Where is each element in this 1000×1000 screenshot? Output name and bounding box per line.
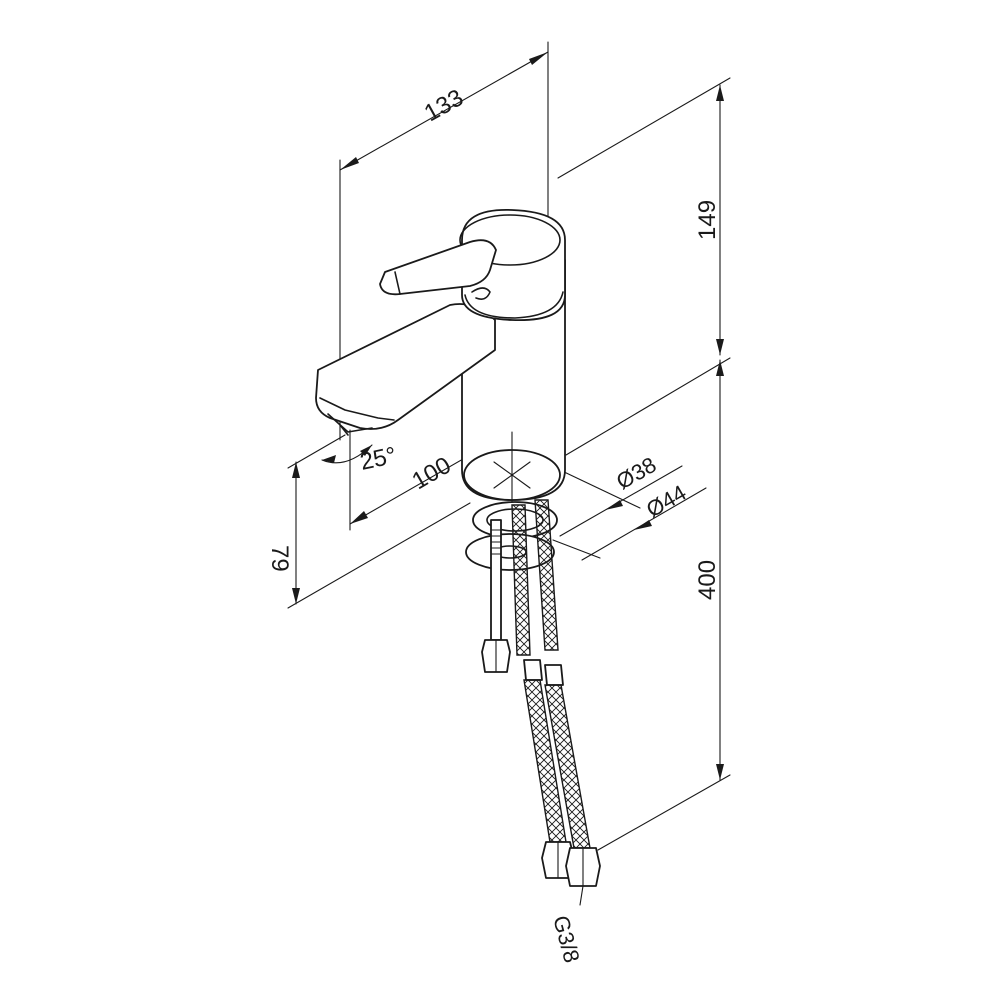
arrow-head: [716, 764, 724, 780]
lever-tip-edge: [394, 271, 401, 295]
dimension-label-79: 79: [266, 545, 293, 572]
arrow-head: [322, 455, 336, 463]
arrow-head: [292, 462, 300, 478]
arrow-head: [350, 511, 368, 524]
dimension-line-d38: [559, 465, 683, 537]
dimension-79: 79: [266, 434, 471, 609]
extension-line-d38: [559, 469, 641, 509]
center-cross: [493, 461, 531, 489]
dimension-label-25deg: 25°: [358, 442, 399, 476]
mounting-plate: [465, 533, 555, 571]
threaded-stud: [490, 519, 502, 641]
hose-collar-right: [544, 664, 564, 686]
lever-joint: [471, 287, 491, 300]
spout-edge: [319, 397, 395, 421]
spout-outlet: [327, 413, 373, 433]
arrow-head: [716, 85, 724, 101]
extension-line-top: [557, 77, 731, 179]
thread-leader: [579, 885, 584, 906]
dimension-label-400: 400: [694, 560, 721, 600]
extension-line-bottom: [597, 774, 731, 851]
arrow-head: [605, 500, 623, 510]
extension-line-d44: [552, 539, 601, 559]
arrow-head: [292, 588, 300, 604]
cap-bottom-edge: [464, 291, 564, 319]
arrow-head: [529, 52, 548, 65]
dimension-label-100: 100: [408, 452, 456, 495]
dimension-149: 149: [557, 77, 731, 356]
dimension-angle: 25°: [321, 442, 399, 476]
spout-tip: [339, 424, 349, 436]
arrow-head: [634, 520, 652, 530]
arrow-head: [340, 157, 359, 170]
lever-handle: [379, 239, 497, 296]
dimension-label-d44: Ø44: [642, 480, 691, 522]
hose-left-upper: [511, 504, 531, 656]
extension-line-base: [287, 502, 471, 609]
arrow-head: [716, 339, 724, 355]
cap-top: [459, 214, 561, 266]
hose-right-upper: [534, 499, 559, 651]
arrow-head: [716, 360, 724, 376]
dimension-line-133: [339, 51, 549, 171]
dimension-label-149: 149: [694, 200, 721, 240]
stud-thread: [490, 529, 502, 555]
faucet: G3/8: [315, 209, 601, 966]
arrow-head: [360, 445, 372, 456]
extension-line-spout: [287, 434, 346, 469]
dimension-label-d38: Ø38: [612, 452, 661, 494]
thread-label: G3/8: [548, 913, 584, 966]
dimension-diameter: Ø38 Ø44: [552, 452, 707, 561]
dimension-400: 400: [565, 357, 731, 851]
hose-collar-left: [523, 659, 543, 681]
extension-line-mid: [565, 357, 731, 456]
